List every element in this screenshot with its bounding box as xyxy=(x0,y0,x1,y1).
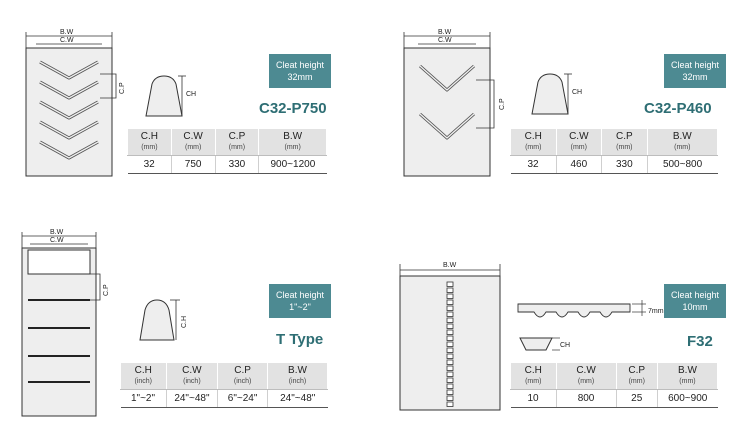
bw-label: B.W xyxy=(443,262,457,269)
chain-cleat xyxy=(446,299,454,305)
table-row: 10 800 25 600~900 xyxy=(510,389,718,408)
cw-label: C.W xyxy=(60,37,74,44)
table-row: 32 750 330 900~1200 xyxy=(127,155,327,174)
ch-label: CH xyxy=(572,89,582,96)
chain-cleat xyxy=(446,317,454,323)
cleat-height-badge: Cleat height 32mm xyxy=(664,54,726,88)
cw-label: C.W xyxy=(50,237,64,244)
model-name: C32-P460 xyxy=(644,100,712,117)
cp-label: C.P xyxy=(499,98,506,110)
cleat-height-badge: Cleat height 1"~2" xyxy=(269,284,331,318)
table-header-row: C.H(mm) C.W(mm) C.P(mm) B.W(mm) xyxy=(127,128,327,156)
spec-table: C.H(mm) C.W(mm) C.P(mm) B.W(mm) 32 750 3… xyxy=(127,128,327,174)
table-header-row: C.H(mm) C.W(mm) C.P(mm) B.W(mm) xyxy=(510,128,719,156)
chain-cleat xyxy=(446,323,454,329)
chain-cleat xyxy=(446,293,454,299)
cleat-height-badge: Cleat height 10mm xyxy=(664,284,726,318)
chain-cleat xyxy=(446,395,454,401)
model-name: C32-P750 xyxy=(259,100,327,117)
chain-cleat xyxy=(446,281,454,287)
height-label: 7mm xyxy=(648,308,664,315)
chain-cleat xyxy=(446,377,454,383)
chain-cleat xyxy=(446,353,454,359)
spec-table: C.H(mm) C.W(mm) C.P(mm) B.W(mm) 10 800 2… xyxy=(510,362,719,408)
chain-cleat xyxy=(446,311,454,317)
chain-cleat xyxy=(446,341,454,347)
bw-label: B.W xyxy=(60,29,74,36)
ch-label: CH xyxy=(560,342,570,349)
model-name: F32 xyxy=(687,333,713,350)
chain-cleat xyxy=(446,335,454,341)
cp-label: C.P xyxy=(119,82,126,94)
chain-cleat xyxy=(446,287,454,293)
chain-cleat xyxy=(446,371,454,377)
ch-label: C.H xyxy=(181,316,188,328)
chain-cleat xyxy=(446,401,454,407)
table-row: 32 460 330 500~800 xyxy=(510,155,718,174)
chain-cleat xyxy=(446,389,454,395)
table-header-row: C.H(inch) C.W(inch) C.P(inch) B.W(inch) xyxy=(120,362,329,390)
ch-label: CH xyxy=(186,91,196,98)
bw-label: B.W xyxy=(50,229,64,236)
spec-table: C.H(mm) C.W(mm) C.P(mm) B.W(mm) 32 460 3… xyxy=(510,128,719,174)
bw-label: B.W xyxy=(438,29,452,36)
spec-table: C.H(inch) C.W(inch) C.P(inch) B.W(inch) … xyxy=(120,362,329,408)
cleat-height-badge: Cleat height 32mm xyxy=(269,54,331,88)
cp-label: C.P xyxy=(103,284,110,296)
chain-cleat xyxy=(446,359,454,365)
chain-cleat xyxy=(446,365,454,371)
chain-cleat xyxy=(446,329,454,335)
chain-cleat xyxy=(446,347,454,353)
table-row: 1"~2" 24"~48" 6"~24" 24"~48" xyxy=(120,389,328,408)
model-name: T Type xyxy=(276,331,324,348)
table-header-row: C.H(mm) C.W(mm) C.P(mm) B.W(mm) xyxy=(510,362,719,390)
chain-cleat xyxy=(446,305,454,311)
cw-label: C.W xyxy=(438,37,452,44)
chain-cleat xyxy=(446,383,454,389)
